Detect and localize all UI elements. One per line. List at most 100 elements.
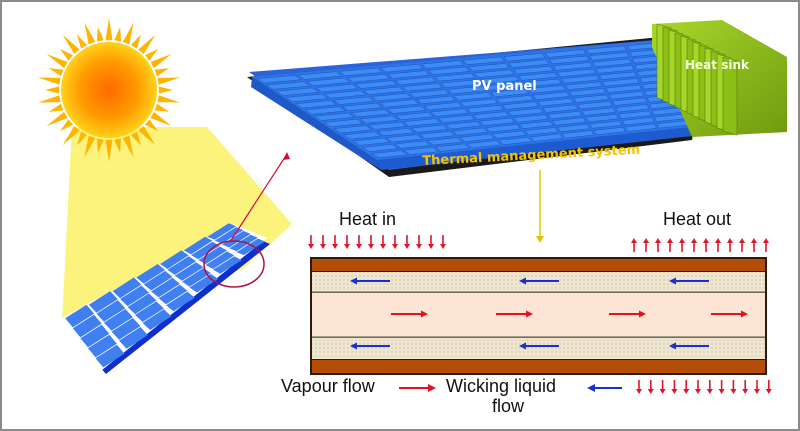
heat-dissipation-arrow-icon — [730, 380, 737, 394]
solar-cell — [143, 270, 173, 291]
solar-cell — [104, 309, 133, 331]
pv-cell — [466, 140, 502, 149]
pv-cell — [409, 89, 450, 98]
pv-cell — [507, 108, 544, 117]
vapour-flow-label: Vapour flow — [281, 376, 375, 396]
pv-cell — [468, 63, 510, 72]
solar-cell — [112, 277, 142, 299]
pv-cell — [338, 67, 383, 77]
solar-cell — [88, 291, 118, 313]
pv-cell — [503, 53, 546, 62]
sun-ray — [114, 26, 122, 42]
pv-cell — [354, 80, 398, 89]
pv-cell — [462, 56, 505, 65]
pv-cell — [524, 127, 559, 136]
solar-cell — [120, 285, 149, 307]
pv-panel-label: PV panel — [472, 79, 537, 94]
heat-dissipation-arrow-icon — [706, 380, 713, 394]
heat-sink — [652, 20, 787, 137]
sun-ray — [154, 103, 170, 112]
pv-cell — [589, 52, 629, 61]
sun-ray — [62, 125, 80, 146]
liquid-flow-arrow-icon — [669, 277, 709, 285]
solar-cell — [207, 223, 237, 240]
connector-arrowhead — [536, 236, 544, 243]
solar-cell — [88, 334, 117, 358]
pv-cell — [294, 100, 338, 109]
pv-cell — [513, 65, 554, 75]
pv-cell — [612, 97, 647, 106]
solar-cell — [136, 264, 166, 284]
pv-cell — [490, 88, 530, 97]
solar-cell — [222, 230, 251, 248]
pv-cell — [459, 98, 499, 107]
pv-cell — [491, 130, 527, 139]
pv-cell — [513, 114, 549, 123]
zoom-circle — [203, 240, 265, 288]
pv-cell — [552, 117, 587, 126]
sun-ray — [45, 86, 60, 94]
pv-cell — [323, 118, 364, 127]
pv-cell — [387, 70, 430, 79]
solar-cell — [214, 227, 244, 244]
sun-ray — [157, 77, 180, 85]
sun-ray — [150, 54, 172, 69]
pv-cell — [386, 105, 427, 114]
pv-cell — [472, 111, 510, 120]
pv-cell — [430, 108, 469, 117]
pv-cell — [376, 128, 415, 137]
legend-vapour-arrow-icon — [399, 384, 436, 392]
pv-cell — [434, 143, 471, 152]
solar-cell — [135, 301, 164, 322]
pv-cell — [394, 76, 437, 85]
pv-cell — [352, 137, 391, 146]
pv-cell — [447, 85, 487, 95]
solar-cell — [151, 277, 180, 298]
pv-cell — [359, 115, 399, 124]
heat-out-arrow-icon — [739, 238, 745, 252]
sun-ray — [130, 131, 141, 146]
solar-cell — [119, 327, 148, 349]
pv-cell — [421, 60, 465, 69]
sun-ray — [96, 26, 104, 42]
heat-out-arrow-icon — [655, 238, 661, 252]
heat-out-arrow-icon — [751, 238, 757, 252]
sun-ray — [157, 95, 180, 103]
pv-cell — [394, 112, 434, 121]
pv-cell — [427, 66, 470, 76]
liquid-flow-arrow-icon — [519, 342, 559, 350]
solar-cell — [72, 314, 102, 338]
heat-dissipation-arrow-icon — [765, 380, 772, 394]
heat-dissipation-arrow-icon — [671, 380, 678, 394]
sun-ray — [38, 77, 61, 85]
solar-cell — [167, 256, 197, 275]
pv-cell — [315, 84, 359, 93]
pv-cell — [532, 91, 570, 100]
sun-ray — [138, 34, 156, 55]
sun-rays — [38, 18, 180, 162]
sun-ray — [158, 86, 173, 94]
pv-cell — [565, 81, 603, 90]
solar-cell — [111, 318, 141, 340]
pv-panel-3d — [247, 32, 712, 177]
vapour-core — [312, 293, 765, 337]
pv-cell — [362, 86, 405, 95]
heat-dissipation-arrow-icon — [695, 380, 701, 394]
pv-cell — [285, 93, 329, 103]
pv-cell — [453, 92, 493, 101]
sun-ray — [46, 111, 68, 126]
pv-cell — [479, 117, 516, 126]
solar-cell — [80, 324, 110, 348]
pv-cell — [547, 111, 583, 120]
pv-cell — [473, 69, 515, 78]
heat-in-arrow-icon — [440, 235, 446, 249]
pv-cell — [275, 87, 320, 96]
heat-dissipation-arrow-icon — [754, 380, 760, 394]
pv-cell — [485, 124, 521, 133]
pv-cell — [615, 104, 650, 113]
heat-out-arrow-icon — [715, 238, 721, 252]
sun-ray — [122, 135, 134, 158]
sun-ray — [130, 34, 141, 49]
sun-ray — [77, 131, 88, 146]
pv-cell — [496, 95, 534, 104]
